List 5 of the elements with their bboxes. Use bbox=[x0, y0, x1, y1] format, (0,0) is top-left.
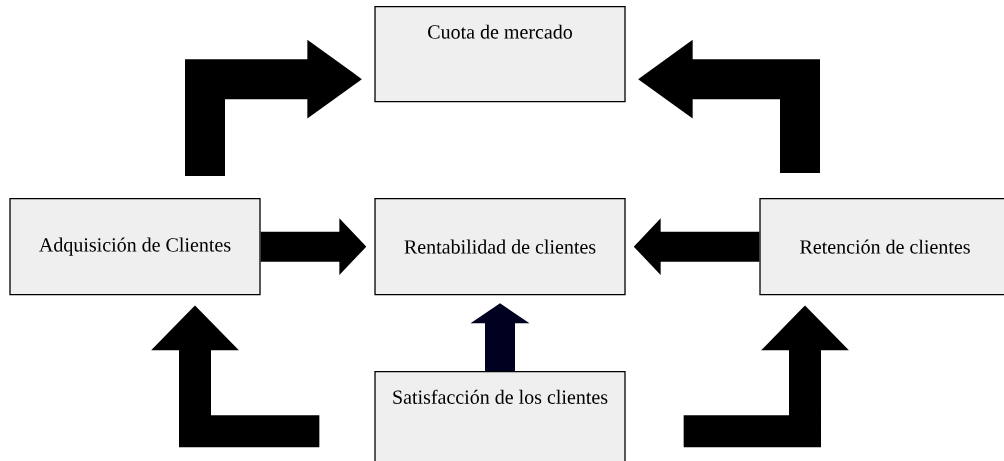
text-box: Retención de clientes bbox=[759, 198, 1004, 296]
text-box: Rentabilidad de clientes bbox=[374, 198, 626, 296]
text-box: Cuota de mercado bbox=[374, 6, 626, 103]
text-box: Adquisición de Clientes bbox=[9, 198, 261, 296]
text-box: Satisfacción de los clientes bbox=[374, 371, 626, 461]
